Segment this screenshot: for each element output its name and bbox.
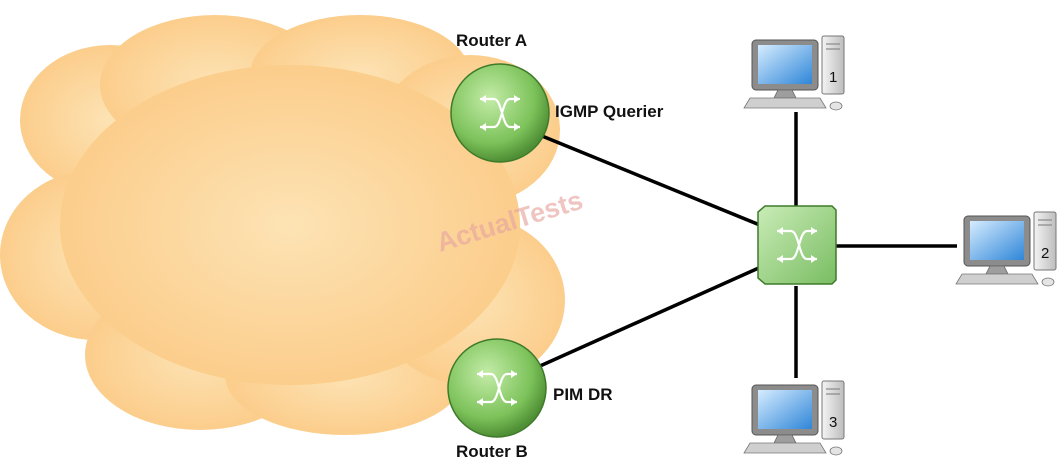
host-3: 3 (743, 380, 845, 456)
host-2: 2 (955, 211, 1057, 287)
router-a: Router A IGMP Querier (450, 31, 664, 163)
router-icon (447, 338, 547, 438)
link-router-a-switch (541, 134, 773, 232)
router-b: Router B PIM DR (447, 338, 613, 461)
router-b-role-label: PIM DR (553, 385, 613, 404)
link-router-b-switch (539, 260, 773, 368)
host-number: 1 (829, 69, 837, 86)
router-b-label: Router B (456, 442, 528, 461)
switch-icon (757, 205, 837, 285)
router-a-label: Router A (456, 31, 527, 50)
host-number: 3 (829, 414, 837, 431)
network-links (539, 112, 957, 378)
host-number: 2 (1041, 245, 1049, 262)
host-1: 1 (743, 35, 845, 111)
router-icon (450, 63, 550, 163)
router-a-role-label: IGMP Querier (555, 102, 664, 121)
